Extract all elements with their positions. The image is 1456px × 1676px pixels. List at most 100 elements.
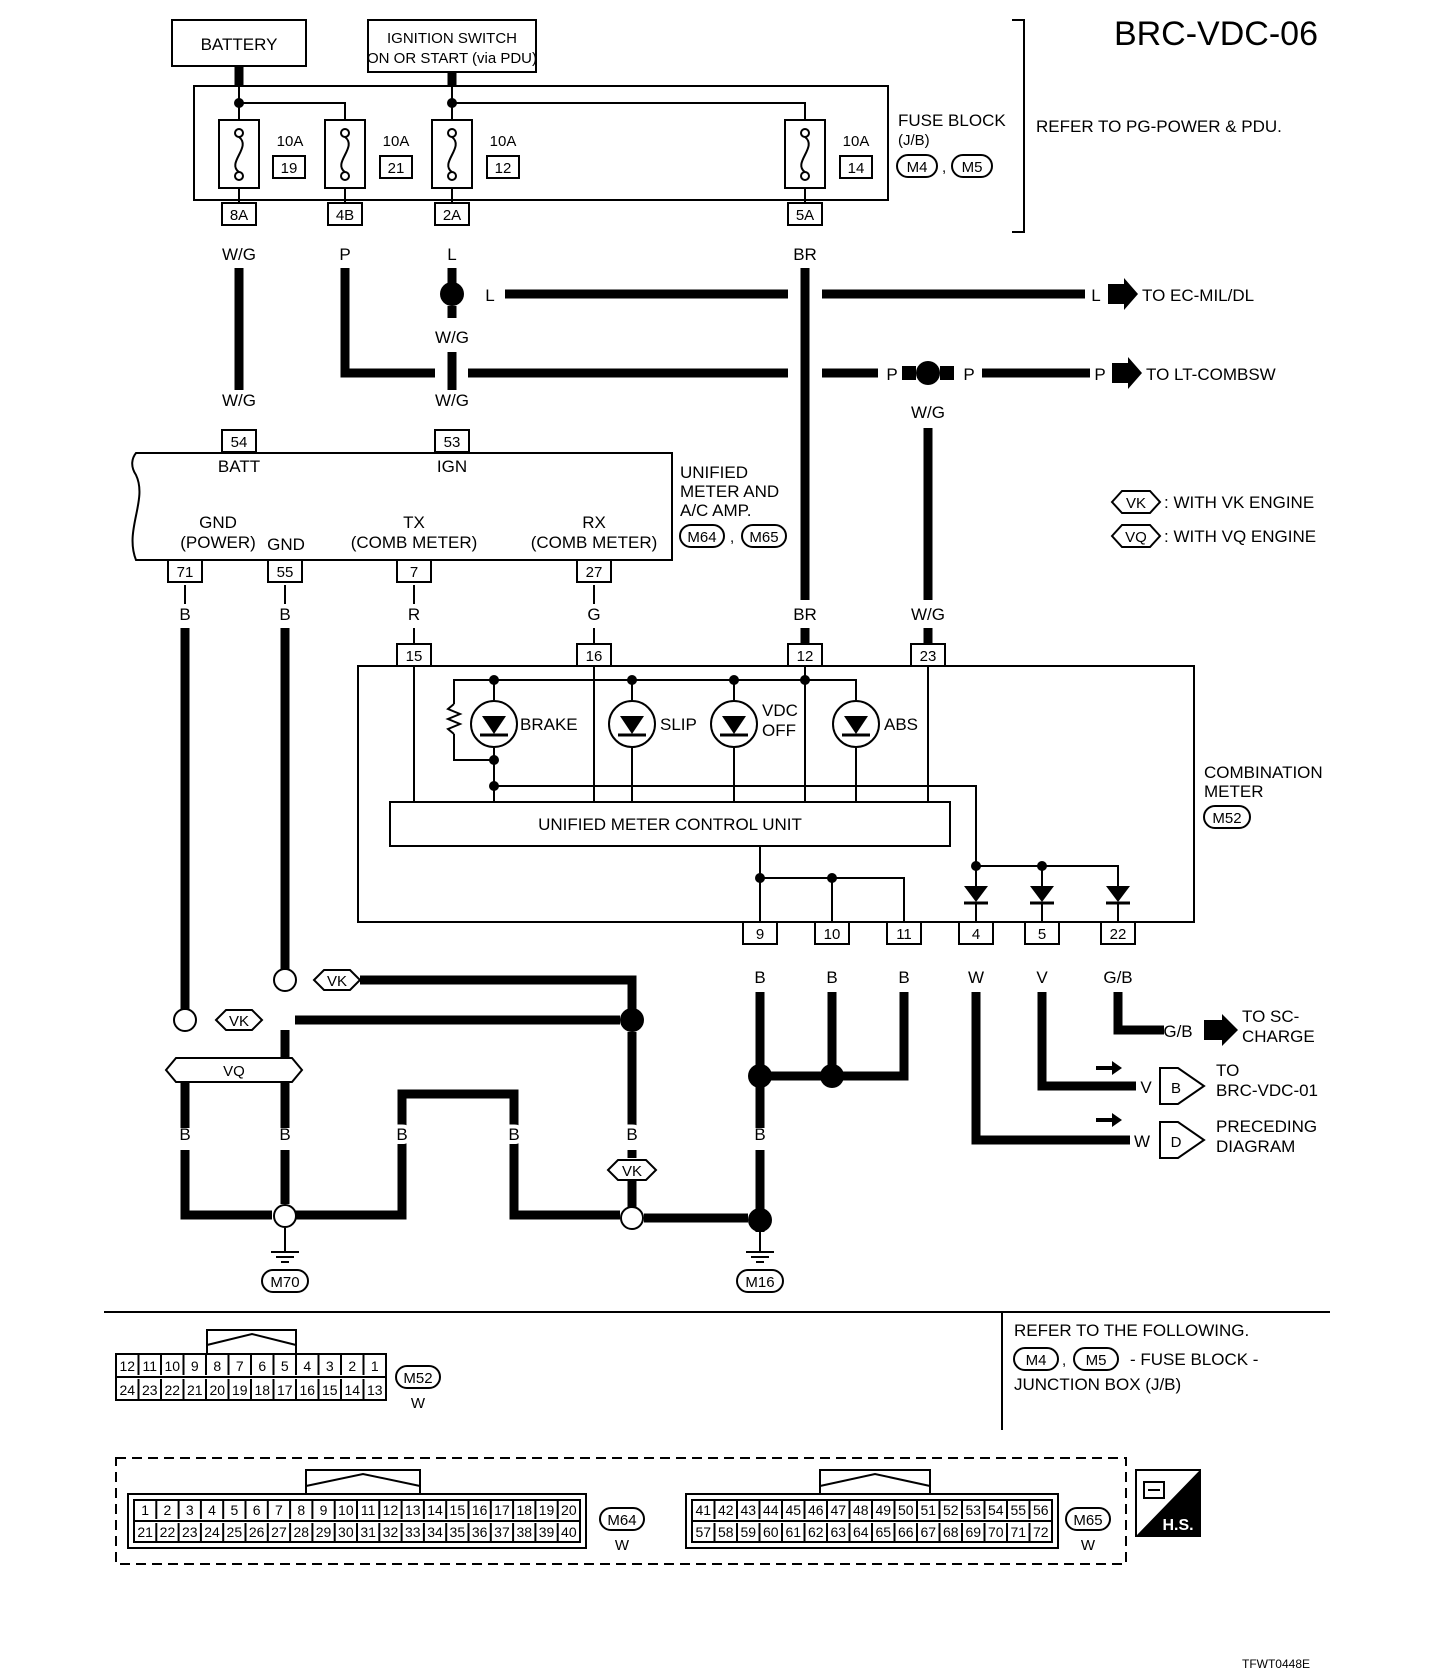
svg-text:L: L: [447, 245, 456, 264]
svg-text:GND: GND: [267, 535, 305, 554]
svg-text:VK: VK: [229, 1013, 249, 1030]
cavity-m64-27: 27: [271, 1524, 287, 1540]
cavity-m65-69: 69: [965, 1524, 981, 1540]
svg-text:M5: M5: [1086, 1352, 1107, 1369]
refer-following: REFER TO THE FOLLOWING. M4 , M5 - FUSE B…: [1013, 1321, 1258, 1394]
svg-text:FUSE BLOCK: FUSE BLOCK: [898, 111, 1006, 130]
figure-code: TFWT0448E: [1242, 1657, 1310, 1671]
svg-text:VDC: VDC: [762, 701, 798, 720]
cavity-m64-40: 40: [561, 1524, 577, 1540]
svg-text:BRAKE: BRAKE: [520, 715, 578, 734]
cavity-m52-9: 9: [191, 1358, 199, 1374]
svg-text:10: 10: [824, 926, 841, 943]
cavity-m64-6: 6: [253, 1502, 261, 1518]
cavity-m52-19: 19: [232, 1382, 248, 1398]
cavity-m65-48: 48: [853, 1502, 869, 1518]
svg-text:B: B: [279, 605, 290, 624]
svg-text:5A: 5A: [796, 207, 814, 224]
svg-text:RX: RX: [582, 513, 606, 532]
svg-text:B: B: [508, 1125, 519, 1144]
svg-text:16: 16: [586, 648, 603, 665]
svg-text:JUNCTION BOX (J/B): JUNCTION BOX (J/B): [1014, 1375, 1181, 1394]
svg-text:METER: METER: [1204, 782, 1264, 801]
svg-text:53: 53: [444, 434, 461, 451]
unified-meter-ac-amp: 54 BATT 53 IGN GND (POWER) GND TX (COMB …: [131, 429, 787, 583]
cavity-m65-57: 57: [695, 1524, 711, 1540]
svg-text:P: P: [963, 365, 974, 384]
cavity-m64-34: 34: [427, 1524, 443, 1540]
cavity-m65-51: 51: [920, 1502, 936, 1518]
svg-text:L: L: [1091, 286, 1100, 305]
svg-text:,: ,: [730, 529, 734, 546]
cavity-m52-3: 3: [326, 1358, 334, 1374]
svg-text:BATT: BATT: [218, 457, 260, 476]
cavity-m52-22: 22: [164, 1382, 180, 1398]
cavity-m65-54: 54: [988, 1502, 1004, 1518]
svg-text:W: W: [615, 1537, 630, 1554]
cavity-m64-31: 31: [360, 1524, 376, 1540]
svg-text:M64: M64: [687, 529, 716, 546]
cavity-m64-20: 20: [561, 1502, 577, 1518]
cavity-m52-7: 7: [236, 1358, 244, 1374]
svg-text:B: B: [396, 1125, 407, 1144]
svg-text:,: ,: [942, 159, 946, 176]
svg-text:M52: M52: [403, 1370, 432, 1387]
svg-text:UNIFIED METER CONTROL UNIT: UNIFIED METER CONTROL UNIT: [538, 815, 802, 834]
svg-text:L: L: [485, 286, 494, 305]
svg-text:10A: 10A: [277, 133, 304, 150]
ignition-switch-box: IGNITION SWITCH ON OR START (via PDU): [367, 19, 537, 73]
cavity-m52-13: 13: [367, 1382, 383, 1398]
cavity-m64-24: 24: [204, 1524, 220, 1540]
svg-text:15: 15: [406, 648, 423, 665]
svg-text:11: 11: [896, 926, 912, 943]
cavity-m65-68: 68: [943, 1524, 959, 1540]
cavity-m65-71: 71: [1010, 1524, 1026, 1540]
svg-text:VQ: VQ: [1125, 529, 1147, 546]
svg-text:: WITH VK ENGINE: : WITH VK ENGINE: [1164, 493, 1314, 512]
cavity-m65-67: 67: [920, 1524, 936, 1540]
cavity-m64-8: 8: [297, 1502, 305, 1518]
cavity-m64-25: 25: [227, 1524, 243, 1540]
refer-pg-power: REFER TO PG-POWER & PDU.: [1036, 117, 1282, 136]
cavity-m52-16: 16: [299, 1382, 315, 1398]
cavity-m64-36: 36: [472, 1524, 488, 1540]
svg-text:W/G: W/G: [911, 605, 945, 624]
svg-text:W: W: [968, 968, 984, 987]
fuse-21: 10A 21: [324, 119, 413, 208]
cavity-m65-41: 41: [695, 1502, 711, 1518]
svg-text:B: B: [1171, 1080, 1181, 1097]
svg-text:TO LT-COMBSW: TO LT-COMBSW: [1146, 365, 1276, 384]
svg-text:GND: GND: [199, 513, 237, 532]
svg-text:27: 27: [586, 564, 603, 581]
svg-text:(COMB METER): (COMB METER): [351, 533, 478, 552]
ground-m70: M70: [270, 1274, 299, 1291]
svg-text:B: B: [396, 1125, 407, 1144]
cavity-m65-63: 63: [830, 1524, 846, 1540]
svg-text:55: 55: [277, 564, 294, 581]
cavity-m64-35: 35: [450, 1524, 466, 1540]
svg-text:W/G: W/G: [435, 328, 469, 347]
svg-text:TO SC-: TO SC-: [1242, 1007, 1299, 1026]
svg-text:(POWER): (POWER): [180, 533, 256, 552]
cavity-m64-13: 13: [405, 1502, 421, 1518]
svg-text:VK: VK: [327, 973, 347, 990]
svg-text:5: 5: [1038, 926, 1046, 943]
svg-text:W/G: W/G: [435, 391, 469, 410]
svg-text:TO EC-MIL/DL: TO EC-MIL/DL: [1142, 286, 1254, 305]
cavity-m64-12: 12: [383, 1502, 399, 1518]
cavity-m65-59: 59: [740, 1524, 756, 1540]
svg-text:B: B: [508, 1125, 519, 1144]
svg-text:VK: VK: [622, 1163, 642, 1180]
cavity-m65-66: 66: [898, 1524, 914, 1540]
unified-meter-control-unit: [389, 801, 951, 847]
svg-text:(COMB METER): (COMB METER): [531, 533, 658, 552]
svg-text:B: B: [626, 1125, 637, 1144]
svg-text:REFER TO THE FOLLOWING.: REFER TO THE FOLLOWING.: [1014, 1321, 1249, 1340]
svg-text:12: 12: [797, 648, 814, 665]
svg-text:M65: M65: [749, 529, 778, 546]
fuse-block: 10A 19 10A 21 10A 12: [193, 85, 1006, 208]
cavity-m64-39: 39: [539, 1524, 555, 1540]
cavity-m52-21: 21: [187, 1382, 203, 1398]
cavity-m65-47: 47: [830, 1502, 846, 1518]
